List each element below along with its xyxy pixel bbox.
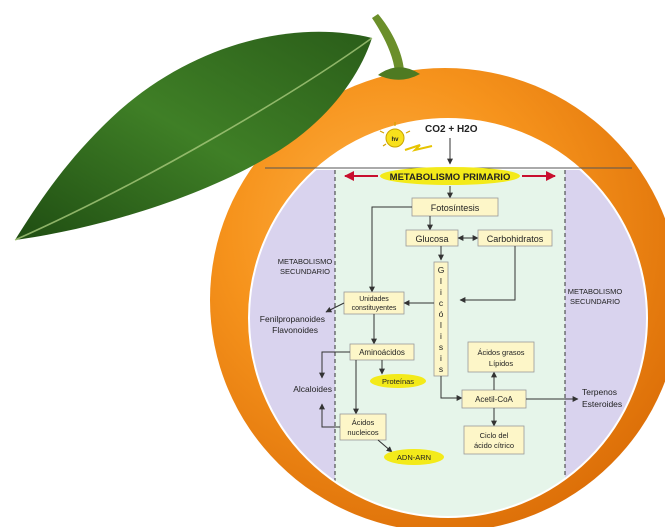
glicolisis-letters: G l i c ó l i s i s [438, 265, 445, 374]
glicolisis-letter: s [439, 342, 443, 352]
label-acetil-coa: Acetil-CoA [475, 395, 513, 404]
arrow-nucleicos-to-adn [377, 439, 393, 453]
leaf-midrib [14, 37, 373, 241]
glicolisis-letter: ó [439, 309, 444, 319]
left-secondary-line1: METABOLISMO [278, 257, 333, 266]
label-acidos-grasos-1: Ácidos grasos [477, 348, 524, 357]
leaf [15, 31, 372, 240]
arrow-unidades-to-fenilpropanoides [325, 302, 345, 313]
label-unidades-2: constituyentes [352, 305, 397, 312]
right-secondary-line2: SECUNDARIO [570, 297, 620, 306]
stem-calyx [378, 67, 420, 80]
label-glucosa: Glucosa [415, 234, 448, 244]
label-alcaloides: Alcaloides [293, 384, 332, 394]
oval-adn-arn [384, 449, 444, 465]
light-bolt-icon [404, 144, 433, 152]
label-ciclo-1: Ciclo del [480, 431, 509, 440]
glicolisis-letter: l [440, 320, 442, 330]
left-secondary-line2: SECUNDARIO [280, 267, 330, 276]
label-adn-arn: ADN-ARN [397, 453, 431, 462]
orange-stem [372, 14, 404, 72]
arrow-carbohidratos-to-unidades [459, 246, 516, 303]
label-acidos-grasos-2: Lípidos [489, 359, 513, 368]
glicolisis-letter: s [439, 364, 443, 374]
right-secondary-line1: METABOLISMO [568, 287, 623, 296]
label-aminoacidos: Aminoácidos [359, 348, 405, 357]
arrow-glicolisis-to-acetil [440, 376, 463, 401]
co2-h2o-label: CO2 + H2O [425, 124, 478, 135]
sun-label: hv [391, 137, 399, 143]
label-proteinas: Proteínas [382, 377, 414, 386]
sun-icon [379, 122, 411, 148]
glicolisis-letter: i [440, 287, 442, 297]
label-acidos-nucleicos-2: nucleicos [347, 428, 379, 437]
label-carbohidratos: Carbohidratos [487, 234, 544, 244]
glicolisis-letter: l [440, 276, 442, 286]
arrow-aminoacidos-to-alcaloides [319, 351, 350, 379]
glicolisis-letter: G [438, 265, 445, 275]
arrow-nucleicos-to-alcaloides [319, 403, 340, 428]
header-title: METABOLISMO PRIMARIO [390, 172, 511, 183]
label-acidos-nucleicos-1: Ácidos [352, 418, 375, 427]
label-fenilpropanoides: Fenilpropanoides [260, 314, 325, 324]
oval-proteinas [370, 374, 426, 388]
label-esteroides: Esteroides [582, 399, 622, 409]
label-unidades-1: Unidades [359, 296, 389, 303]
label-fotosintesis: Fotosíntesis [431, 203, 480, 213]
label-flavonoides: Flavonoides [272, 325, 318, 335]
box-acidos-grasos [467, 341, 535, 373]
arrow-fotosintesis-to-unidades [369, 206, 412, 293]
box-acidos-nucleicos [339, 413, 387, 441]
box-ciclo [463, 425, 525, 455]
header-oval [380, 167, 520, 185]
glicolisis-letter: i [440, 331, 442, 341]
glicolisis-letter: i [440, 353, 442, 363]
label-ciclo-2: ácido cítrico [474, 441, 514, 450]
glicolisis-letter: c [439, 298, 444, 308]
label-terpenos: Terpenos [582, 387, 617, 397]
